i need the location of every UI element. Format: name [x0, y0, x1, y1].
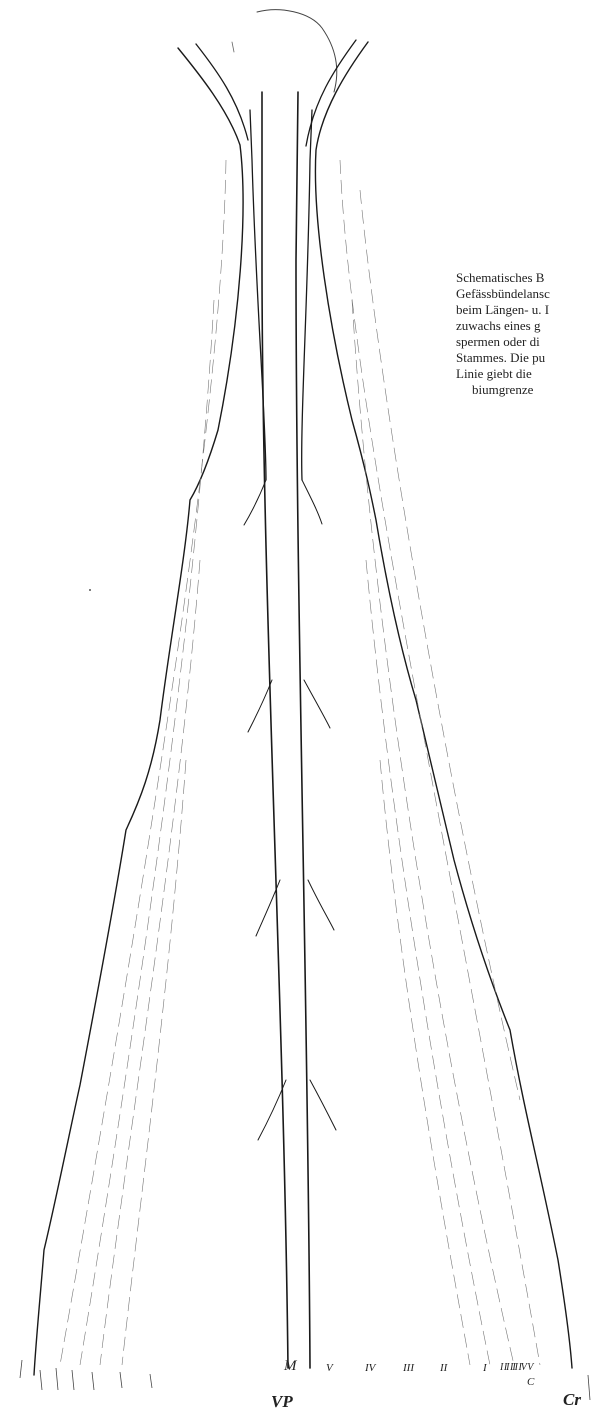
- leaf-trace-l1: [244, 480, 266, 525]
- base-tick-4: [92, 1372, 94, 1390]
- outer-bundle-left: [34, 48, 243, 1375]
- base-tick-6: [150, 1374, 152, 1388]
- leaf-trace-r4: [310, 1080, 336, 1130]
- cambium-line-right-3: [366, 560, 490, 1365]
- outer-bundle-right: [315, 42, 572, 1368]
- base-tick-5: [120, 1372, 122, 1388]
- leaf-trace-l4: [258, 1080, 286, 1140]
- base-tick-3: [72, 1370, 74, 1390]
- leaf-trace-r3: [308, 880, 334, 930]
- caption-line: beim Längen- u. I: [456, 302, 606, 318]
- cambium-line-left-3: [100, 560, 200, 1365]
- label-cr: Cr: [563, 1390, 581, 1410]
- caption-line: Schematisches B: [456, 270, 606, 286]
- base-tick-1: [40, 1370, 42, 1390]
- cambium-line-right-4: [380, 760, 470, 1365]
- label-ii: II: [440, 1362, 447, 1374]
- cambium-line-left-4: [122, 760, 186, 1365]
- pith-strand-right: [296, 92, 310, 1368]
- label-iv: IV: [365, 1362, 375, 1374]
- stray-dot: [89, 589, 91, 591]
- label-c: C: [527, 1376, 534, 1388]
- apex-left-tick: [232, 42, 234, 52]
- caption-line: spermen oder di: [456, 334, 606, 350]
- caption-line: Linie giebt die: [456, 366, 606, 382]
- leaf-trace-l2: [248, 680, 272, 732]
- base-tick-7: [588, 1375, 590, 1400]
- cambium-line-left-2: [80, 300, 214, 1365]
- base-tick-2: [56, 1368, 58, 1390]
- label-v: V: [326, 1362, 333, 1374]
- pith-strand-left: [262, 92, 288, 1368]
- label-vp: VP: [271, 1392, 293, 1412]
- cambium-line-right-2: [352, 300, 514, 1365]
- label-i: I: [483, 1362, 487, 1374]
- label-i-to-v: I II III IV V: [500, 1362, 532, 1373]
- figure-caption: Schematisches B Gefässbündelansc beim Lä…: [456, 270, 606, 398]
- outer-bundle-right-inner: [306, 40, 356, 146]
- leaf-trace-r2: [304, 680, 330, 728]
- leaf-trace-r1: [302, 480, 322, 524]
- caption-line: biumgrenze: [456, 382, 606, 398]
- inner-bundle-right: [302, 110, 312, 480]
- outer-bundle-left-inner: [196, 44, 248, 140]
- apex-dome: [257, 10, 337, 92]
- left-margin-mark: [20, 1360, 22, 1378]
- label-iii: III: [403, 1362, 414, 1374]
- caption-line: Gefässbündelansc: [456, 286, 606, 302]
- caption-line: Stammes. Die pu: [456, 350, 606, 366]
- label-m: M: [284, 1358, 297, 1375]
- caption-line: zuwachs eines g: [456, 318, 606, 334]
